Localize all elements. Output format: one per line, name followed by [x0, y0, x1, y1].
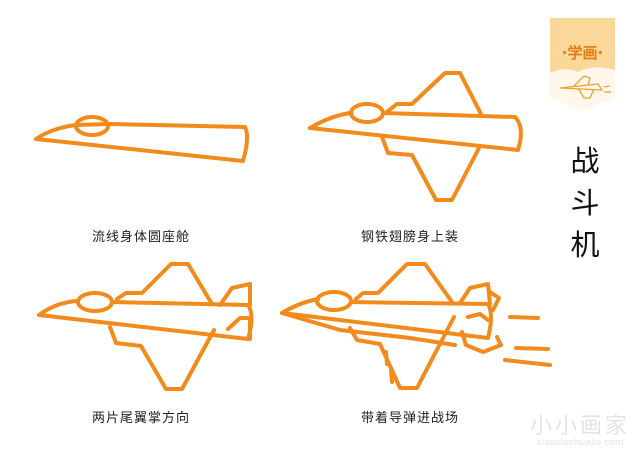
step3-caption: 两片尾翼掌方向 — [92, 411, 191, 426]
watermark: 小小画家 xiaoxiaohuajia.com — [520, 408, 640, 448]
step1-caption: 流线身体圆座舱 — [92, 230, 191, 245]
title-char-1: 战 — [570, 144, 600, 178]
step2-wings-drawing — [308, 71, 523, 202]
watermark-logo-text: 小小画家 — [529, 414, 630, 439]
step3-tail-drawing — [37, 262, 254, 391]
step1-fuselage-drawing — [34, 115, 250, 163]
step4-caption: 带着导弹进战场 — [361, 411, 460, 426]
learn-drawing-badge — [550, 18, 615, 110]
step4-missiles-drawing — [280, 262, 552, 390]
title-char-2: 斗 — [570, 186, 600, 220]
mini-jet-icon — [559, 75, 611, 99]
badge-label: ·学画· — [561, 44, 604, 62]
page-title: 战 斗 机 — [565, 140, 605, 266]
watermark-url: xiaoxiaohuajia.com — [536, 438, 624, 448]
title-char-3: 机 — [570, 228, 600, 262]
step2-caption: 钢铁翅膀身上装 — [361, 230, 460, 245]
